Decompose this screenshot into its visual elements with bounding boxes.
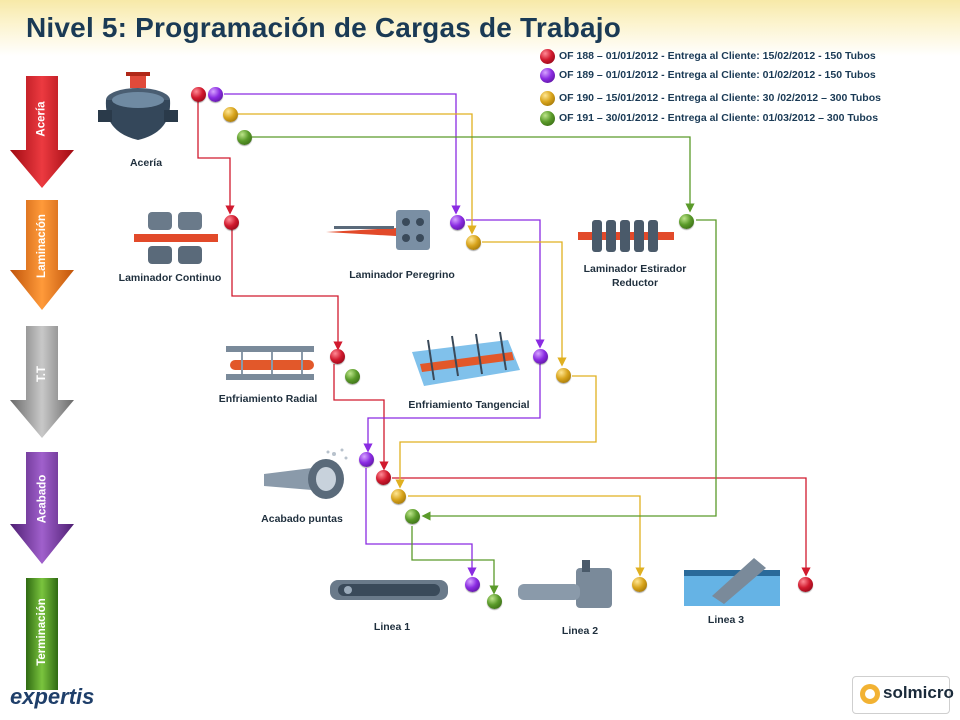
node-green-linea1: [487, 594, 502, 609]
node-yellow-aceria: [223, 107, 238, 122]
green-dot-icon: [540, 110, 555, 126]
node-purple-lam-peregrino: [450, 215, 465, 230]
node-red-enf-radial: [330, 349, 345, 364]
expertis-logo-text: expertis: [10, 684, 95, 709]
label-linea1: Linea 1: [373, 621, 411, 633]
node-yellow-lam-peregrino: [466, 235, 481, 250]
node-green-lam-estirador: [679, 214, 694, 229]
aceria-furnace-icon: [98, 72, 178, 140]
laminador-estirador-icon: [578, 220, 674, 252]
stage-arrow-laminacion: [10, 200, 74, 310]
solmicro-logo-text: solmicro: [883, 683, 954, 702]
expertis-logo: expertis: [10, 684, 94, 710]
page-title: Nivel 5: Programación de Cargas de Traba…: [26, 12, 622, 43]
legend-text: OF 188 – 01/01/2012 - Entrega al Cliente…: [559, 50, 876, 62]
stage-arrow-aceria: [10, 76, 74, 188]
laminador-peregrino-icon: [326, 210, 430, 250]
label-enfriamiento-radial: Enfriamiento Radial: [218, 393, 318, 405]
purple-dot-icon: [540, 67, 555, 83]
linea1-icon: [330, 580, 448, 600]
red-dot-icon: [540, 48, 555, 64]
label-aceria: Acería: [129, 157, 163, 169]
node-purple-acabado: [359, 452, 374, 467]
legend-item-of190: OF 190 – 15/01/2012 - Entrega al Cliente…: [540, 89, 881, 107]
node-green-aceria: [237, 130, 252, 145]
yellow-dot-icon: [540, 90, 555, 106]
linea2-icon: [518, 560, 612, 608]
label-enfriamiento-tangencial: Enfriamiento Tangencial: [408, 399, 530, 411]
node-yellow-acabado: [391, 489, 406, 504]
legend-text: OF 190 – 15/01/2012 - Entrega al Cliente…: [559, 92, 881, 104]
node-purple-enf-tangencial: [533, 349, 548, 364]
node-red-linea3: [798, 577, 813, 592]
solmicro-logo: solmicro: [852, 676, 954, 714]
legend-item-of188: OF 188 – 01/01/2012 - Entrega al Cliente…: [540, 47, 876, 65]
node-red-lam-continuo: [224, 215, 239, 230]
label-laminador-continuo: Laminador Continuo: [118, 272, 222, 284]
title-banner: [0, 0, 960, 56]
legend-item-of189: OF 189 – 01/01/2012 - Entrega al Cliente…: [540, 66, 876, 84]
node-purple-aceria: [208, 87, 223, 102]
node-green-acabado: [405, 509, 420, 524]
acabado-puntas-icon: [264, 448, 348, 499]
stage-arrow-terminacion: [26, 578, 58, 690]
stage-arrows: [10, 76, 74, 690]
label-laminador-peregrino: Laminador Peregrino: [349, 269, 455, 281]
laminador-continuo-icon: [134, 212, 218, 264]
node-yellow-linea2: [632, 577, 647, 592]
legend-text: OF 189 – 01/01/2012 - Entrega al Cliente…: [559, 69, 876, 81]
node-green-enf-radial: [345, 369, 360, 384]
label-linea3: Linea 3: [707, 614, 745, 626]
legend-text: OF 191 – 30/01/2012 - Entrega al Cliente…: [559, 112, 879, 124]
stage-arrow-tt: [10, 326, 74, 438]
legend-item-of191: OF 191 – 30/01/2012 - Entrega al Cliente…: [540, 109, 878, 127]
stage-arrow-acabado: [10, 452, 74, 564]
node-red-acabado: [376, 470, 391, 485]
solmicro-mark-icon: [860, 684, 880, 704]
node-purple-linea1: [465, 577, 480, 592]
enfriamiento-radial-icon: [226, 346, 314, 380]
label-acabado-puntas: Acabado puntas: [261, 513, 343, 525]
label-laminador-estirador: Laminador Estirador Reductor: [583, 263, 687, 289]
enfriamiento-tangencial-icon: [412, 331, 520, 386]
label-linea2: Linea 2: [561, 625, 599, 637]
node-yellow-enf-tangencial: [556, 368, 571, 383]
node-red-aceria: [191, 87, 206, 102]
linea3-icon: [684, 558, 780, 606]
